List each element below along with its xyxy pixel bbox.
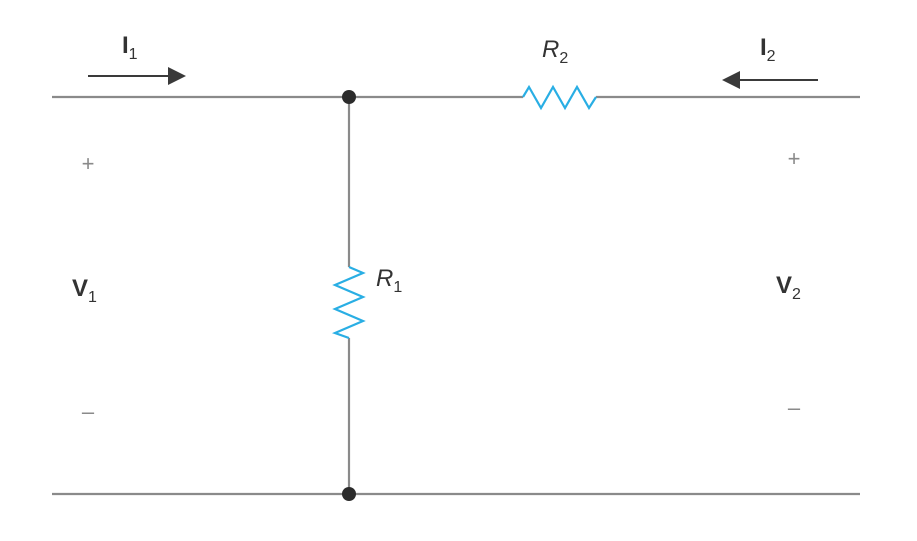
i1-arrow-head: [168, 67, 186, 85]
port1-plus-sign: +: [82, 151, 95, 176]
v2-label: V2: [776, 272, 801, 303]
v1-label: V1: [72, 275, 97, 306]
i1-label: I1: [122, 32, 138, 63]
resistor-r2: [522, 84, 597, 111]
port2-minus-sign: –: [788, 395, 801, 420]
r2-label: R2: [542, 36, 568, 67]
r1-label: R1: [376, 265, 402, 296]
port2-plus-sign: +: [788, 146, 801, 171]
i2-label: I2: [760, 34, 776, 65]
resistor-r1: [331, 265, 366, 340]
port1-minus-sign: –: [82, 399, 95, 424]
i2-arrow-head: [722, 71, 740, 89]
top-junction-node: [342, 90, 356, 104]
bottom-junction-node: [342, 487, 356, 501]
